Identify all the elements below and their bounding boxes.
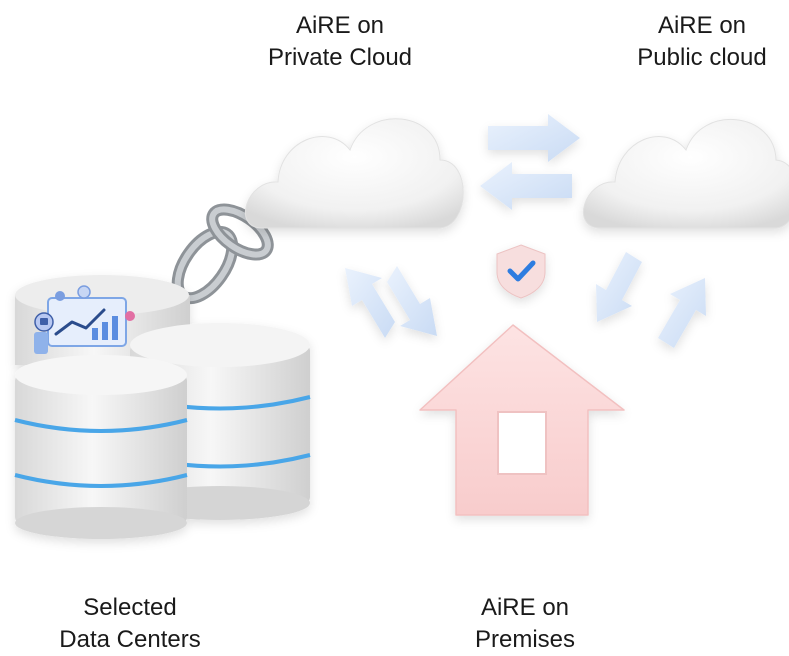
dashboard-screen-icon	[34, 285, 135, 354]
premises-label-line2: Premises	[474, 626, 576, 653]
database-icon	[14, 275, 311, 539]
arrow-left-icon	[480, 162, 572, 210]
arrow-up-right-icon	[658, 278, 706, 348]
public-cloud-label-line2: Public cloud	[637, 44, 767, 71]
house-icon	[419, 324, 625, 516]
premises-label-line1: AiRE on	[480, 594, 570, 621]
public-cloud-label-line1: AiRE on	[657, 12, 747, 39]
private-cloud-icon	[244, 118, 464, 229]
private-cloud-label-line2: Private Cloud	[267, 44, 413, 71]
arrow-down-left-icon	[596, 252, 642, 322]
arrow-up-left-icon	[345, 268, 395, 338]
private-cloud-label-line1: AiRE on	[295, 12, 385, 39]
house-window	[497, 411, 547, 475]
premises-label: AiRE on Premises	[430, 592, 620, 656]
shield-check-icon	[496, 244, 546, 299]
private-cloud-label: AiRE on Private Cloud	[240, 10, 440, 74]
data-centers-label-line1: Selected	[83, 594, 177, 621]
public-cloud-icon	[582, 119, 789, 229]
arrow-down-right-icon	[387, 266, 437, 336]
data-centers-label: Selected Data Centers	[30, 592, 230, 656]
public-cloud-label: AiRE on Public cloud	[612, 10, 789, 74]
data-centers-label-line2: Data Centers	[59, 626, 201, 653]
arrow-right-icon	[488, 114, 580, 162]
